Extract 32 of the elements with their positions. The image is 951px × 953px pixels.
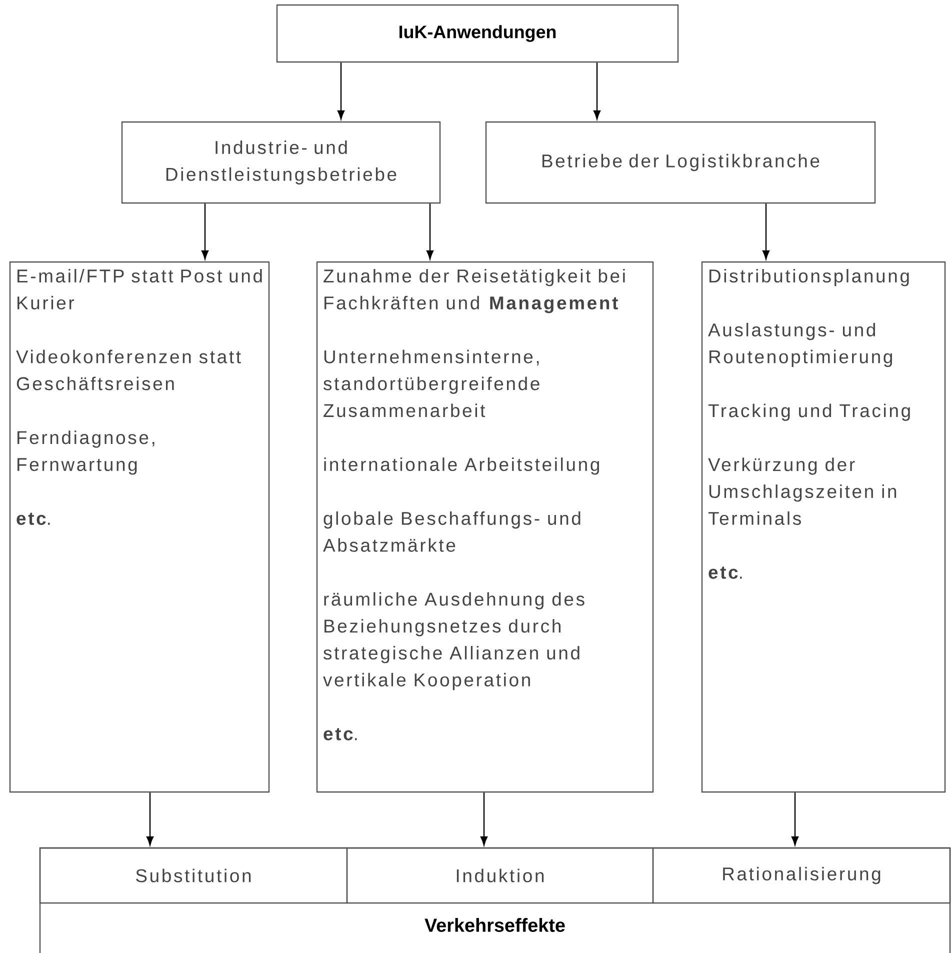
list-item: etc. — [708, 566, 742, 579]
list-item: etc. — [324, 728, 357, 740]
list-box — [701, 261, 946, 793]
list-box — [9, 261, 270, 793]
arrow — [762, 204, 770, 260]
list-item: Unternehmensinterne, standortübergreifende Zusammenarbeit — [324, 350, 540, 418]
list-item: globale Beschaffungs- und Absatzmärkte — [323, 511, 580, 552]
arrow — [791, 792, 799, 846]
arrow — [201, 204, 209, 260]
list-item: Distributionsplanung — [710, 269, 909, 286]
list-item: Zunahme der Reisetätigkeit bei Fachkräften und Management — [324, 269, 625, 314]
list-item: etc. — [16, 512, 50, 525]
list-item: räumliche Ausdehnung des Beziehungsnetzes durch strategische Allianzen und vertikale Kooperation — [323, 592, 584, 690]
list-item: Verkürzung der Umschlagszeiten in Terminals — [708, 458, 896, 525]
arrow — [593, 62, 601, 120]
arrow — [426, 204, 434, 260]
list-item: Ferndiagnose, Fernwartung — [18, 430, 154, 475]
heading-box: IuK-Anwendungen — [276, 4, 679, 63]
arrow — [146, 792, 154, 846]
list-box — [316, 261, 654, 793]
list-item: E-mail/FTP statt Post und Kurier — [18, 269, 262, 310]
effect-cell: Substitution — [39, 847, 348, 904]
category-box: Betriebe der Logistikbranche — [485, 121, 876, 204]
list-item: Tracking und Tracing — [708, 404, 910, 421]
effect-cell: Induktion — [346, 847, 654, 904]
list-item: Videokonferenzen statt Geschäftsreisen — [16, 350, 241, 390]
list-item: Auslastungs- und Routenoptimierung — [708, 322, 892, 367]
arrow — [480, 792, 488, 846]
category-box: Industrie- und Dienstleistungsbetriebe — [121, 121, 441, 204]
list-item: internationale Arbeitsteilung — [324, 458, 599, 475]
effect-cell: Rationalisierung — [652, 847, 951, 904]
arrow — [337, 62, 345, 120]
